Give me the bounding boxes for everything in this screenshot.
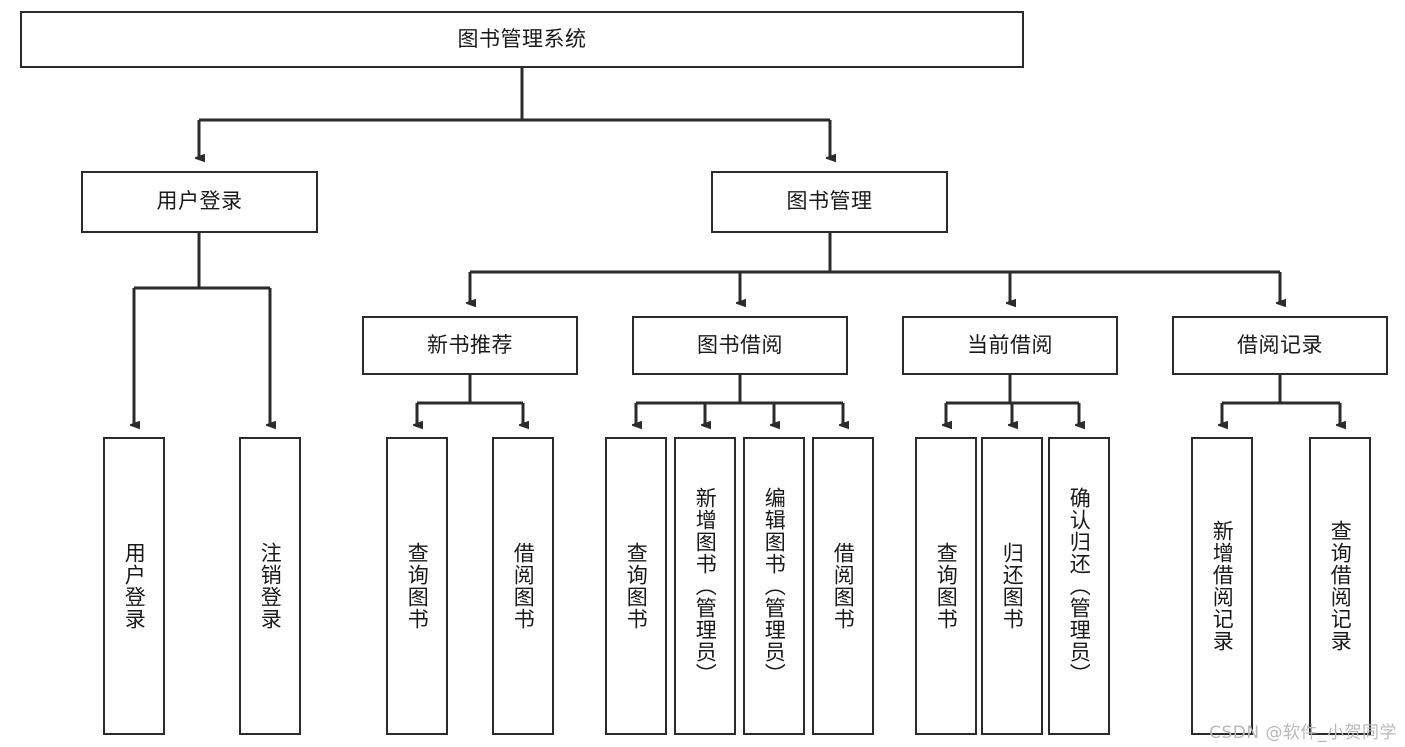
node-label: 确认归还（管理员） — [1067, 487, 1092, 685]
node-label: 新增图书（管理员） — [693, 487, 718, 685]
leaf-user-login-signout[interactable]: 注销登录 — [239, 437, 301, 735]
node-user-login[interactable]: 用户登录 — [81, 171, 318, 233]
node-label: 用户登录 — [156, 189, 243, 214]
node-label: 查询借阅记录 — [1328, 520, 1353, 652]
leaf-current-query-books[interactable]: 查询图书 — [915, 437, 977, 735]
node-label: 新增借阅记录 — [1210, 520, 1235, 652]
node-label: 查询图书 — [405, 542, 430, 630]
leaf-new-book-query-books[interactable]: 查询图书 — [386, 437, 448, 735]
node-book-borrowing[interactable]: 图书借阅 — [632, 316, 848, 375]
leaf-borrow-query-books[interactable]: 查询图书 — [605, 437, 667, 735]
node-label: 查询图书 — [624, 542, 649, 630]
node-label: 图书管理 — [786, 189, 873, 214]
node-root-book-management-system[interactable]: 图书管理系统 — [20, 11, 1024, 68]
leaf-user-login-signin[interactable]: 用户登录 — [103, 437, 165, 735]
node-label: 编辑图书（管理员） — [762, 487, 787, 685]
leaf-records-add-record[interactable]: 新增借阅记录 — [1191, 437, 1253, 735]
leaf-records-query-record[interactable]: 查询借阅记录 — [1309, 437, 1371, 735]
leaf-borrow-edit-book-admin[interactable]: 编辑图书（管理员） — [743, 437, 805, 735]
leaf-borrow-borrow-books[interactable]: 借阅图书 — [812, 437, 874, 735]
node-label: 借阅记录 — [1237, 332, 1323, 357]
leaf-borrow-add-book-admin[interactable]: 新增图书（管理员） — [674, 437, 736, 735]
leaf-current-confirm-return-admin[interactable]: 确认归还（管理员） — [1048, 437, 1110, 735]
node-label: 新书推荐 — [427, 332, 513, 357]
node-label: 图书管理系统 — [457, 26, 587, 51]
leaf-current-return-books[interactable]: 归还图书 — [981, 437, 1043, 735]
node-book-management[interactable]: 图书管理 — [711, 171, 948, 233]
csdn-watermark: CSDN @软件_小贺同学 — [1209, 723, 1397, 743]
node-label: 当前借阅 — [967, 332, 1053, 357]
node-label: 借阅图书 — [831, 542, 856, 630]
node-new-book-recommendation[interactable]: 新书推荐 — [362, 316, 578, 375]
node-label: 注销登录 — [258, 542, 283, 630]
node-label: 归还图书 — [1000, 542, 1025, 630]
node-label: 图书借阅 — [697, 332, 783, 357]
node-label: 借阅图书 — [511, 542, 536, 630]
node-label: 用户登录 — [122, 542, 147, 630]
node-label: 查询图书 — [934, 542, 959, 630]
node-borrow-records[interactable]: 借阅记录 — [1172, 316, 1388, 375]
leaf-new-book-borrow-books[interactable]: 借阅图书 — [492, 437, 554, 735]
node-current-borrowing[interactable]: 当前借阅 — [902, 316, 1118, 375]
